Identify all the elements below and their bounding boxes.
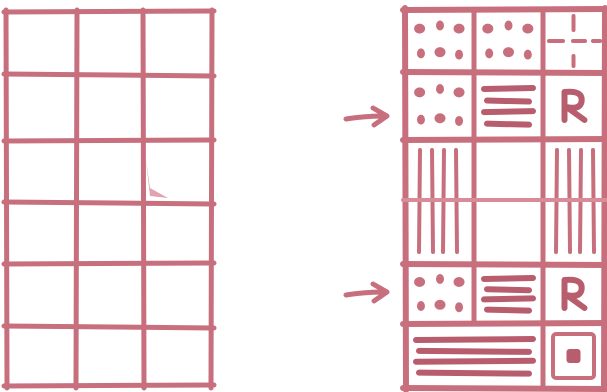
stripe	[419, 373, 529, 374]
grid-line-horizontal	[403, 139, 606, 140]
grid-line-horizontal	[4, 326, 214, 328]
grid-line-horizontal	[4, 74, 214, 76]
stripe	[484, 111, 533, 112]
stripe	[419, 351, 529, 352]
cell-cross-dashes	[549, 16, 600, 66]
stripe	[484, 88, 533, 89]
dot	[454, 24, 465, 34]
dot	[435, 300, 446, 310]
cell-r-glyph	[565, 92, 585, 120]
dot	[455, 302, 463, 312]
dot	[455, 50, 463, 60]
ink-smudge	[146, 160, 168, 198]
dot	[414, 87, 425, 97]
grid-line-horizontal	[4, 11, 214, 12]
dot	[417, 115, 425, 125]
grid-line-horizontal	[403, 9, 606, 10]
cell-dots	[414, 21, 464, 60]
left-empty-grid	[4, 10, 214, 388]
arrows-group	[346, 108, 387, 301]
grid-line-horizontal	[4, 140, 214, 141]
grid-line-horizontal	[403, 388, 606, 389]
grid-line-vertical	[76, 10, 77, 388]
grid-line-vertical	[143, 10, 144, 388]
stripe	[484, 298, 533, 299]
grid-line-vertical	[6, 10, 7, 388]
dot	[436, 21, 444, 31]
dot	[524, 50, 532, 60]
stripe	[487, 101, 529, 102]
r-glyph-mark	[565, 280, 585, 308]
grid-line-horizontal	[403, 264, 606, 265]
dot	[417, 301, 425, 311]
dot	[435, 113, 446, 123]
dot	[436, 274, 444, 284]
dot	[522, 24, 533, 34]
cell-concentric-squares	[553, 334, 594, 378]
dot	[482, 24, 493, 34]
stripe	[416, 361, 533, 362]
stripe	[484, 278, 533, 279]
r-glyph-mark	[565, 92, 585, 120]
dot	[505, 21, 513, 31]
dot	[454, 277, 465, 287]
grid-line-horizontal	[4, 202, 214, 204]
inner-square	[567, 349, 581, 363]
right-patterned-grid	[403, 8, 606, 390]
cell-dots	[414, 274, 464, 312]
dot	[414, 277, 425, 287]
stripe	[487, 124, 529, 125]
stripe	[487, 310, 529, 311]
cell-dots	[414, 84, 464, 126]
cell-horizontal-stripes	[416, 339, 533, 374]
stripe	[487, 289, 529, 290]
grid-line-horizontal	[403, 323, 606, 324]
dot	[435, 47, 446, 57]
cell-r-glyph	[565, 280, 585, 308]
grid-line-horizontal	[4, 263, 214, 264]
cell-horizontal-stripes	[484, 88, 533, 125]
dot	[436, 84, 444, 94]
grid-line-horizontal	[403, 72, 606, 73]
dot	[485, 48, 493, 58]
cell-horizontal-stripes	[484, 278, 533, 311]
cell-dots	[482, 21, 533, 60]
grid-line-vertical	[211, 10, 212, 388]
stripe	[416, 339, 533, 340]
grid-line-horizontal	[4, 385, 214, 386]
arrow-right-icon	[346, 284, 387, 301]
dot	[414, 24, 425, 34]
dot	[503, 47, 514, 57]
dot	[455, 116, 463, 126]
dot	[454, 87, 465, 97]
dot	[417, 48, 425, 58]
arrow-right-icon	[346, 108, 387, 125]
